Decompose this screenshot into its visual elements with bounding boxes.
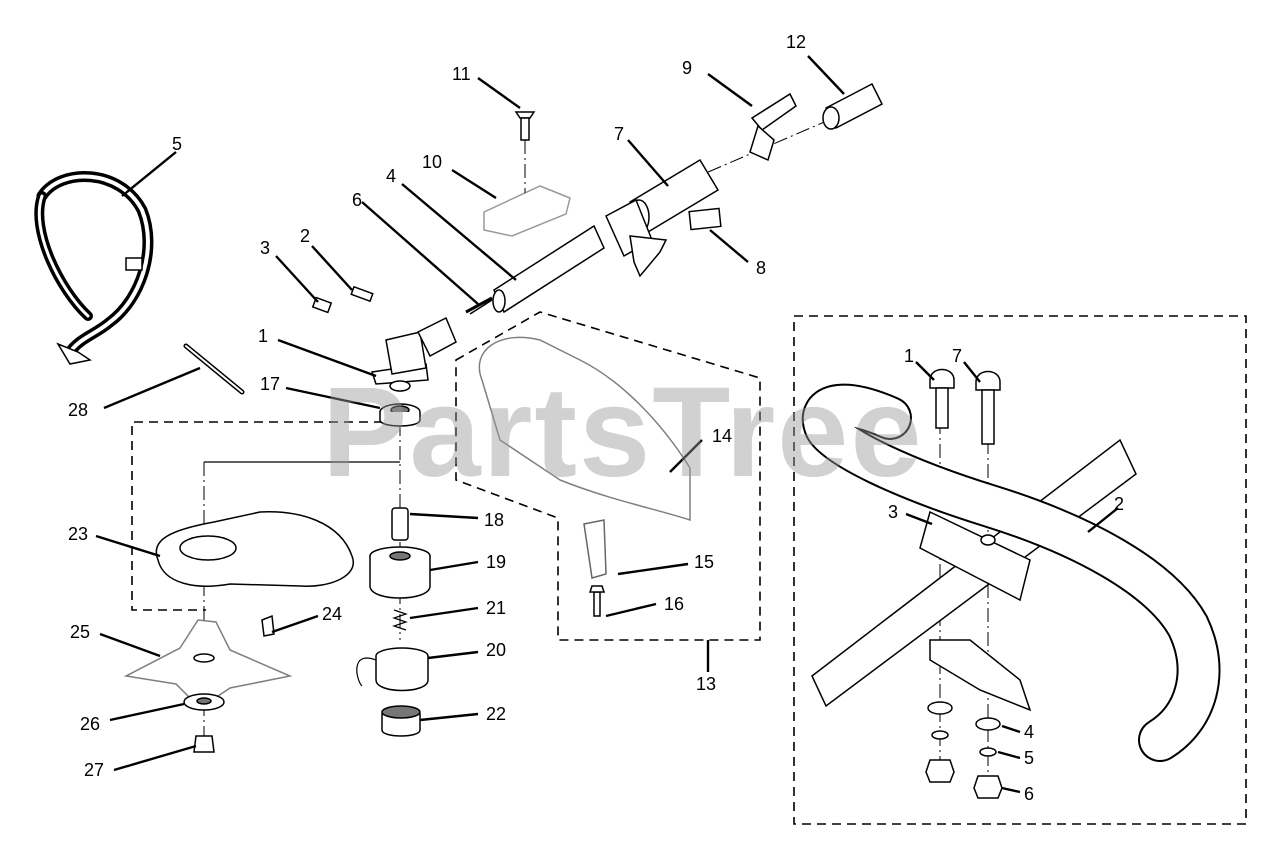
inset-callout-1: 1	[904, 346, 914, 366]
blade-nut	[193, 735, 215, 753]
enclosure-13	[455, 311, 761, 641]
bracket-15	[583, 519, 607, 579]
callout-8: 8	[756, 258, 766, 278]
callout-13: 13	[696, 674, 716, 694]
shoulder-strap	[34, 171, 154, 365]
callout-20: 20	[486, 640, 506, 660]
spindle	[391, 507, 409, 541]
callout-4: 4	[386, 166, 396, 186]
bearing	[379, 403, 421, 427]
drive-pin-6	[465, 296, 493, 314]
screw-11	[514, 111, 536, 141]
inset-bolt-1	[929, 368, 955, 429]
callout-22: 22	[486, 704, 506, 724]
screw-16	[588, 585, 606, 617]
inset-clamp-lower	[929, 639, 1032, 712]
watermark: PartsTree	[322, 361, 924, 504]
inset-callout-labels: 1 7 3 2 4 5 6	[888, 346, 1124, 804]
callout-11: 11	[452, 64, 471, 84]
line-spool	[356, 647, 429, 692]
callout-5: 5	[172, 134, 182, 154]
callout-12: 12	[786, 32, 806, 52]
gearbox-head	[371, 316, 457, 392]
assist-handle	[749, 92, 797, 162]
callout-2: 2	[300, 226, 310, 246]
enclosure-guard-group	[131, 421, 398, 611]
hex-key	[183, 343, 245, 395]
inset-callout-6: 6	[1024, 784, 1034, 804]
debris-guard	[155, 511, 355, 587]
upper-shaft-tube	[605, 158, 722, 278]
callout-19: 19	[486, 552, 506, 572]
inset-bolt-7	[975, 370, 1001, 445]
callout-26: 26	[80, 714, 100, 734]
spring	[392, 609, 408, 631]
shaft-label	[483, 185, 571, 237]
callout-7: 7	[614, 124, 624, 144]
blade-washer	[183, 693, 225, 711]
drive-shaft-housing	[469, 224, 605, 315]
callout-labels: 1 2 3 4 5 6 7 8 9 10 11 12 13 14 15 16 1…	[68, 32, 806, 780]
inset-callout-4: 4	[1024, 722, 1034, 742]
inset-callout-3: 3	[888, 502, 898, 522]
callout-9: 9	[682, 58, 692, 78]
callout-27: 27	[84, 760, 104, 780]
callout-3: 3	[260, 238, 270, 258]
leader-lines	[95, 55, 1119, 794]
inset-callout-7: 7	[952, 346, 962, 366]
callout-6: 6	[352, 190, 362, 210]
inset-clamp-upper	[919, 510, 1031, 602]
bump-knob	[381, 705, 421, 737]
shield-14	[478, 336, 691, 522]
inset-callout-5: 5	[1024, 748, 1034, 768]
callout-28: 28	[68, 400, 88, 420]
callout-25: 25	[70, 622, 90, 642]
callout-15: 15	[694, 552, 714, 572]
spool-housing	[369, 546, 431, 599]
line-cutter	[261, 614, 275, 637]
inset-callout-2: 2	[1114, 494, 1124, 514]
coupler-sleeve	[822, 82, 884, 130]
callout-21: 21	[486, 598, 506, 618]
callout-17: 17	[260, 374, 280, 394]
inset-washers-nuts	[925, 701, 1003, 799]
callout-14: 14	[712, 426, 732, 446]
callout-24: 24	[322, 604, 342, 624]
callout-23: 23	[68, 524, 88, 544]
callout-16: 16	[664, 594, 684, 614]
callout-18: 18	[484, 510, 504, 530]
trimmer-blade	[123, 619, 293, 701]
inset-loop-handle	[801, 383, 1221, 762]
callout-10: 10	[422, 152, 442, 172]
callout-1: 1	[258, 326, 268, 346]
screw-2	[350, 285, 374, 303]
inset-handle-box	[793, 315, 1247, 825]
